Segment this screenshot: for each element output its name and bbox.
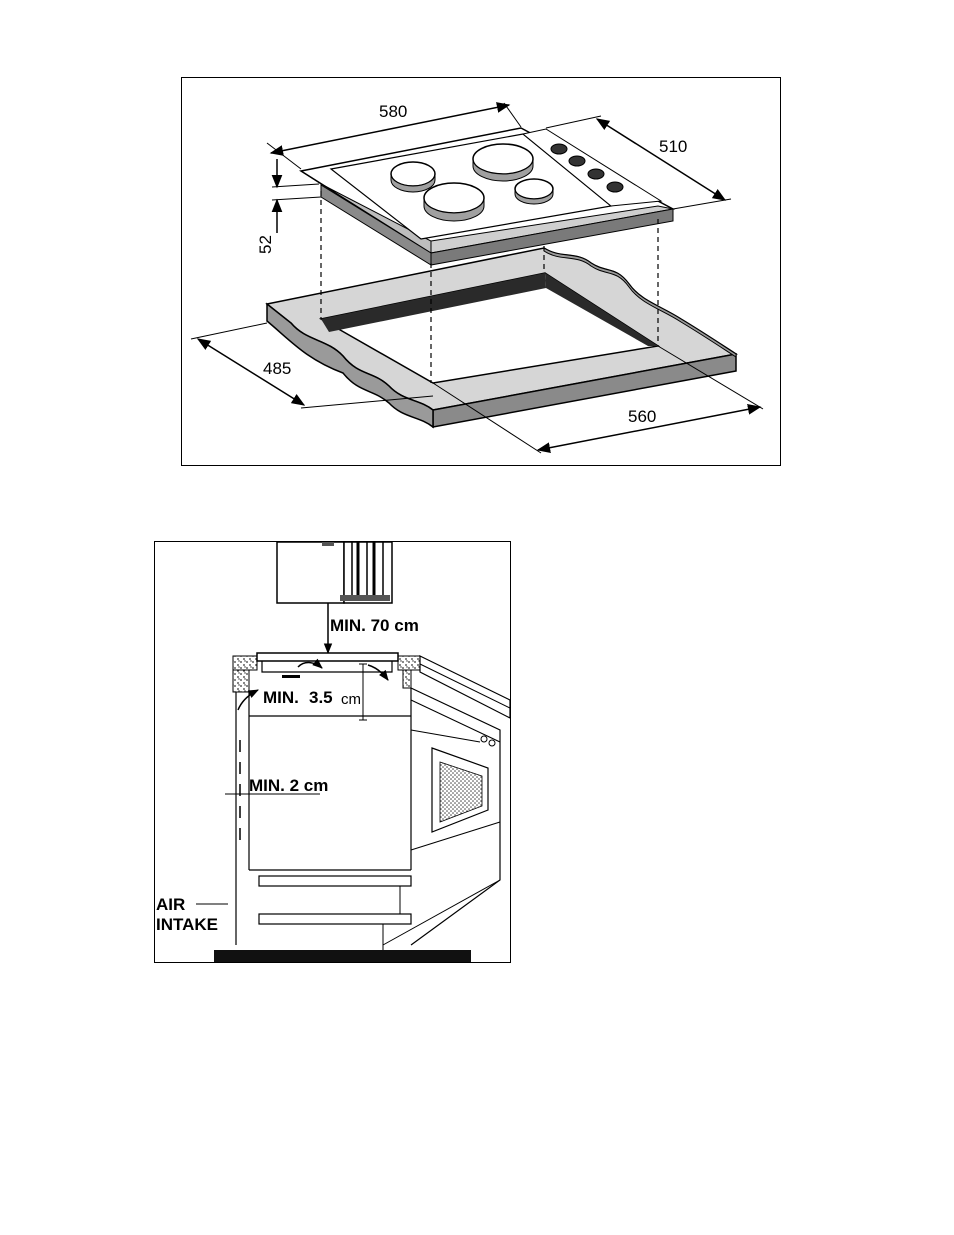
svg-text:560: 560 <box>628 407 656 426</box>
clearance-diagram: MIN. 70 cm MIN. 3.5 cm MIN. 2 cm AIR INT… <box>154 541 511 963</box>
svg-text:485: 485 <box>263 359 291 378</box>
worktop <box>232 652 421 721</box>
kitchen-cabinet <box>382 655 510 946</box>
hot-plate-left-front <box>423 182 485 222</box>
label-min-2cm: MIN. 2 cm <box>249 776 328 795</box>
hot-plate-right-front <box>514 178 554 205</box>
projection-lines <box>320 191 659 383</box>
hob-dimension-diagram: 580 510 52 485 560 <box>181 77 781 466</box>
clearance-svg: MIN. 70 cm MIN. 3.5 cm MIN. 2 cm AIR INT… <box>156 542 510 962</box>
label-min-70cm: MIN. 70 cm <box>330 616 419 635</box>
worktop-slab <box>265 247 738 429</box>
floor-plinth <box>214 950 471 962</box>
svg-text:510: 510 <box>659 137 687 156</box>
dimension-580: 580 <box>266 102 522 170</box>
hob-dimension-svg: 580 510 52 485 560 <box>190 102 764 454</box>
dimension-560: 560 <box>432 345 764 454</box>
svg-text:52: 52 <box>256 235 275 254</box>
dimension-485: 485 <box>190 322 434 409</box>
label-min-3-5-prefix: MIN. <box>263 688 299 707</box>
label-air: AIR <box>156 895 185 914</box>
label-intake: INTAKE <box>156 915 218 934</box>
dimension-510: 510 <box>545 115 732 210</box>
label-min-3-5-unit: cm <box>341 691 361 708</box>
label-min-3-5-value: 3.5 <box>309 688 333 707</box>
dimension-52: 52 <box>256 159 322 254</box>
hot-plate-right-rear <box>472 143 534 182</box>
cabinet-front <box>196 688 412 950</box>
hob-unit <box>299 127 676 266</box>
hot-plate-left-rear <box>390 161 436 193</box>
svg-text:580: 580 <box>379 102 407 121</box>
extractor-hood <box>276 542 393 604</box>
